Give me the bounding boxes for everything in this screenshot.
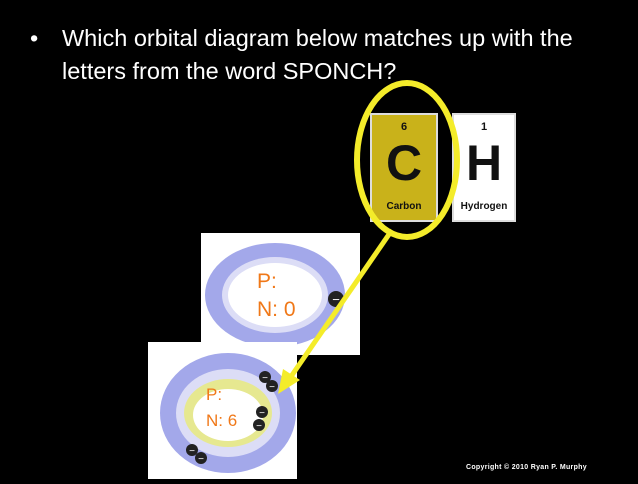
svg-text:−: − <box>259 408 265 419</box>
carbon-name: Carbon <box>386 201 422 212</box>
orbital-diagram-top-panel: P: N: 0 − <box>201 233 360 355</box>
svg-text:−: − <box>256 421 262 432</box>
neutron-label: N: 6 <box>206 411 237 430</box>
svg-text:−: − <box>198 454 204 465</box>
hydrogen-atomic-number: 1 <box>480 121 488 133</box>
carbon-element-tile: 6 C Carbon <box>370 113 438 222</box>
highlight-circle <box>354 80 460 240</box>
pointer-arrowhead <box>278 369 300 394</box>
orbital-diagram-bottom-panel: P: N: 6 − − − − − − <box>148 342 297 479</box>
hydrogen-name: Hydrogen <box>460 201 508 212</box>
electron: − <box>253 419 265 432</box>
nucleus-area <box>228 263 322 327</box>
svg-text:−: − <box>262 373 268 384</box>
proton-label: P: <box>206 385 222 404</box>
proton-label: P: <box>257 270 277 293</box>
svg-text:−: − <box>269 382 275 393</box>
question-text: Which orbital diagram below matches up w… <box>62 25 573 84</box>
bullet-point: • <box>30 25 39 51</box>
electron: − <box>266 380 278 393</box>
nucleus-area <box>193 389 263 441</box>
neutron-label: N: 0 <box>257 298 296 321</box>
copyright-notice: Copyright © 2010 Ryan P. Murphy <box>466 464 587 471</box>
pointer-arrow-line <box>287 228 395 380</box>
carbon-symbol: C <box>385 135 423 191</box>
hydrogen-symbol: H <box>465 135 503 191</box>
electron: − <box>256 406 268 419</box>
electron: − <box>186 444 198 457</box>
electron: − <box>195 452 207 465</box>
electron: − <box>259 371 271 384</box>
carbon-atomic-number: 6 <box>400 121 408 133</box>
hydrogen-element-tile: 1 H Hydrogen <box>452 113 516 222</box>
svg-text:−: − <box>189 446 195 457</box>
svg-text:−: − <box>332 292 340 307</box>
